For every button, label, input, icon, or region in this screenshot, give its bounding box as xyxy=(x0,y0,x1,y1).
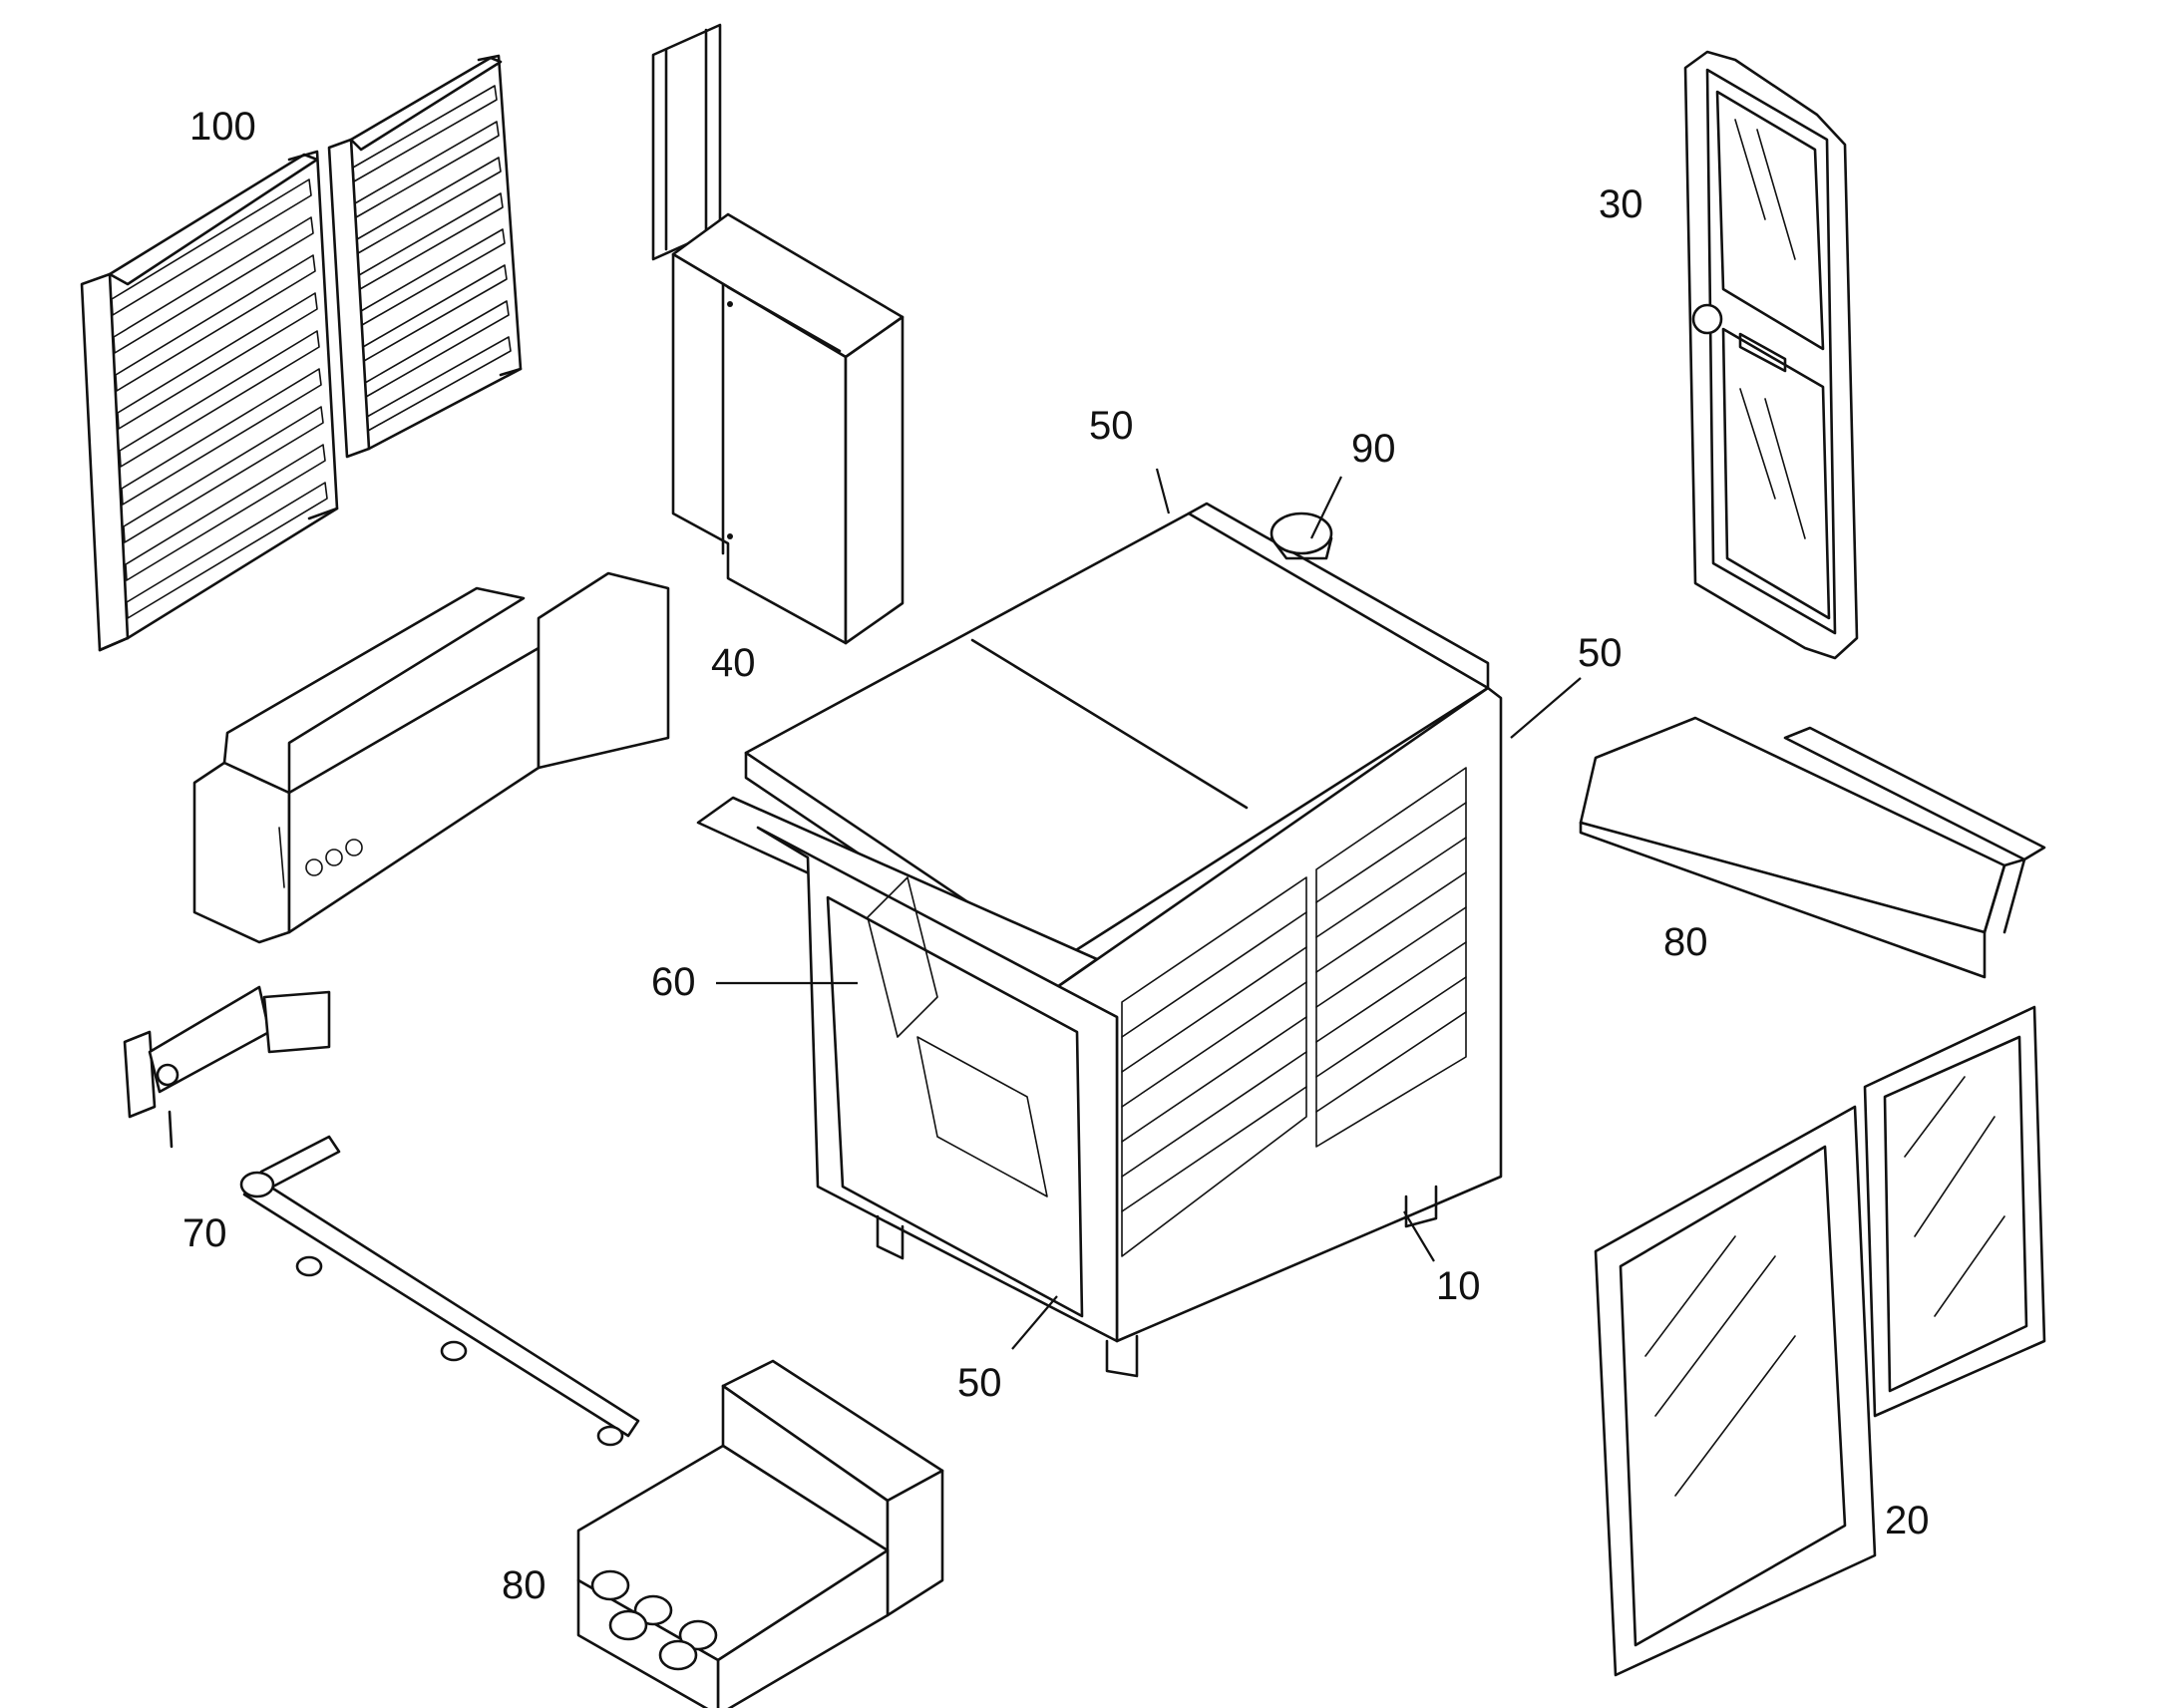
cab-door xyxy=(1683,50,1859,660)
roof-hood xyxy=(1579,716,2046,979)
callout-50-bottom: 50 xyxy=(957,1361,1002,1405)
callout-20: 20 xyxy=(1885,1499,1930,1542)
callout-50-right: 50 xyxy=(1578,631,1623,675)
side-door-panels xyxy=(1594,1005,2046,1677)
leader-lines xyxy=(716,468,1582,1350)
callout-100: 100 xyxy=(189,105,256,149)
callout-50-top: 50 xyxy=(1089,404,1134,448)
callout-40: 40 xyxy=(711,641,756,685)
mount-bracket xyxy=(123,985,331,1149)
callout-80-hvac: 80 xyxy=(502,1563,546,1607)
electrical-cabinet xyxy=(651,23,905,645)
callout-70: 70 xyxy=(182,1211,227,1255)
callout-30: 30 xyxy=(1599,182,1643,226)
hvac-unit xyxy=(576,1359,944,1708)
lighting-rail xyxy=(239,1135,640,1447)
callout-90: 90 xyxy=(1351,427,1396,471)
callout-60: 60 xyxy=(651,960,696,1004)
callout-10: 10 xyxy=(1436,1264,1481,1308)
callout-80-hood: 80 xyxy=(1663,920,1708,964)
control-console xyxy=(192,571,670,944)
cab-body xyxy=(696,502,1503,1378)
louver-panels xyxy=(80,54,523,652)
